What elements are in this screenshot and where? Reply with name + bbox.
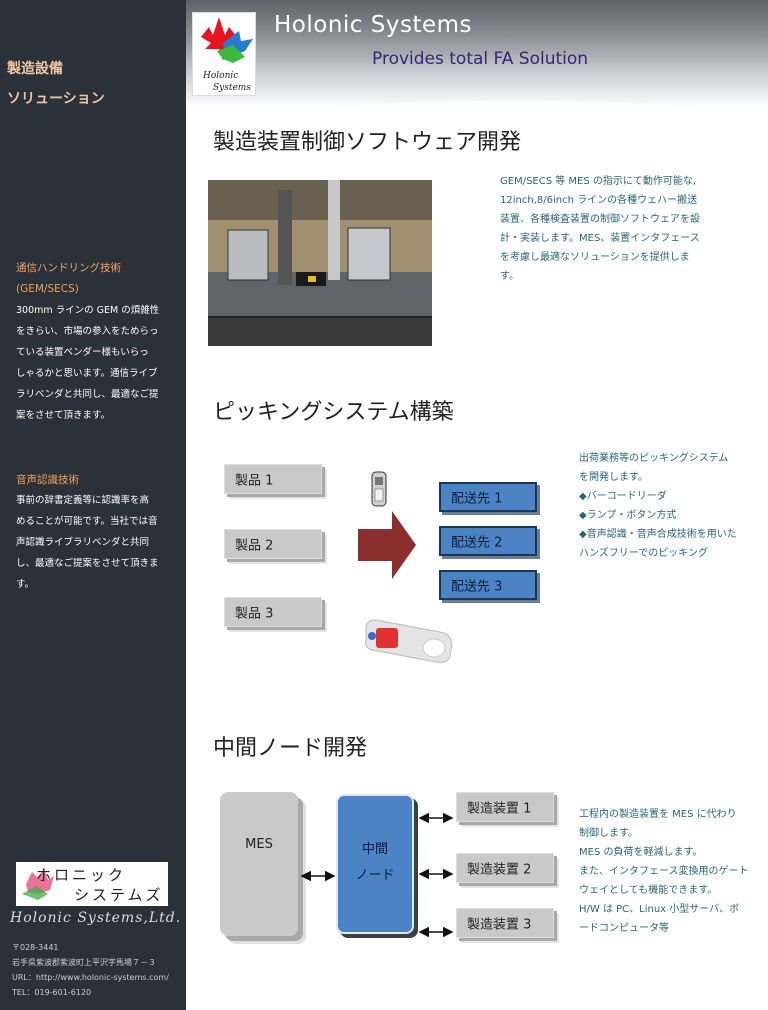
logo-text: Holonic	[203, 71, 239, 81]
sidebar-section-heading: 音声認識技術	[16, 474, 79, 486]
site-title: Holonic Systems	[274, 12, 473, 38]
logo-text: Systems	[213, 83, 251, 93]
connection-arrows	[300, 812, 454, 938]
handheld-scanner-icon	[371, 471, 387, 507]
sidebar-section-heading: 通信ハンドリング技術	[16, 262, 121, 274]
section-description: GEM/SECS 等 MES の指示にて動作可能な, 12inch,8/6inc…	[500, 176, 700, 282]
company-logo-text: ホロニック	[36, 866, 127, 884]
device-box: 製造装置 2	[456, 853, 554, 883]
header-wave	[186, 100, 768, 135]
sidebar-section-heading: (GEM/SECS)	[16, 283, 79, 295]
section-description: 工程内の製造装置を MES に代わり 制御します。 MES の負荷を軽減します。…	[579, 809, 749, 934]
sidebar-section-text: 300mm ラインの GEM の煩雑性 をきらい、市場の参入をためらっ ている装…	[16, 305, 160, 421]
section-title: 製造装置制御ソフトウェア開発	[213, 130, 522, 155]
sidebar-title: 製造設備	[7, 61, 63, 77]
sidebar-title: ソリューション	[7, 91, 105, 107]
destination-box: 配送先 1	[439, 482, 537, 512]
company-address: 〒028-3441 岩手県紫波郡紫波町上平沢字馬場７－３ URL：http://…	[12, 943, 169, 997]
maple-leaf-icon	[201, 17, 253, 63]
picking-lamp-device-icon	[365, 619, 453, 663]
site-subtitle: Provides total FA Solution	[372, 49, 589, 69]
section-title: 中間ノード開発	[213, 736, 368, 761]
intermediate-node-box: 中間 ノード	[336, 794, 414, 934]
header	[186, 0, 768, 120]
company-logo: ホロニック システムズ	[16, 862, 168, 906]
sidebar-section-text: 事前の辞書定義等に認識率を高 めることが可能です。当社では音 声認識ライブラリベ…	[16, 495, 159, 590]
device-box: 製造装置 1	[456, 792, 554, 822]
product-box: 製品 2	[224, 529, 322, 559]
arrow-right-icon	[358, 511, 416, 579]
product-box: 製品 3	[224, 597, 322, 627]
maple-leaf-icon	[22, 868, 54, 900]
product-box: 製品 1	[224, 464, 322, 494]
company-name: Holonic Systems,Ltd.	[10, 910, 182, 926]
section-description: 出荷業務等のピッキングシステム を開発します。 ◆バーコードリーダ ◆ランプ・ボ…	[579, 453, 737, 559]
equipment-photo	[208, 180, 432, 346]
destination-box: 配送先 2	[439, 526, 537, 556]
destination-box: 配送先 3	[439, 570, 537, 600]
device-box: 製造装置 3	[456, 908, 554, 938]
section-title: ピッキングシステム構築	[213, 400, 454, 425]
company-logo-text: システムズ	[74, 886, 164, 904]
mes-box: MES	[220, 792, 298, 936]
header-logo: Holonic Systems	[192, 12, 256, 96]
sidebar: 製造設備 ソリューション 通信ハンドリング技術 (GEM/SECS) 300mm…	[0, 0, 186, 1010]
